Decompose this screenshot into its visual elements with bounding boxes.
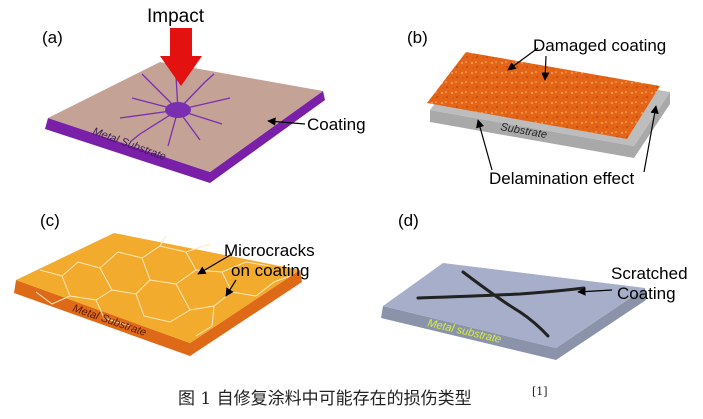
panel-b-delamination-label: Delamination effect (489, 169, 634, 188)
panel-d-scratch-1 (461, 270, 550, 338)
panel-d-substrate-front (381, 306, 556, 360)
panel-b-damaged-coating (427, 52, 660, 139)
panel-b: (b) Substrate Damaged coating Delaminati… (407, 28, 670, 188)
panel-d-scratched-pointer (577, 287, 613, 296)
panel-a-coating-label: Coating (307, 115, 366, 134)
panel-c-microcracks-pointer-2 (225, 279, 237, 297)
panel-d-scratched-label-2: Coating (617, 284, 676, 303)
panel-a: (a) Impact Coating Metal Substrate (42, 6, 366, 183)
panel-a-substrate-side (210, 91, 325, 183)
panel-b-delamination-pointer-2 (643, 105, 659, 173)
caption-reference: [1] (532, 385, 548, 398)
panel-d-scratched-label-1: Scratched (611, 264, 688, 283)
panel-a-substrate-front (45, 118, 210, 183)
panel-c-substrate-side (190, 270, 302, 356)
panel-d-tag: (d) (398, 211, 419, 230)
panel-d-scratch-2 (416, 286, 586, 300)
panel-c-microcrack-network (35, 235, 291, 337)
panel-c-substrate-front (14, 280, 190, 356)
panel-d: (d) Metal substrate Scratched Coating (381, 211, 688, 360)
panel-c-tag: (c) (40, 211, 60, 230)
panel-c-microcracks-pointer-1 (197, 253, 233, 275)
panel-d-coating (383, 263, 645, 348)
panel-b-damaged-pointer-2 (541, 55, 550, 81)
panel-c-microcracks-label-1: Microcracks (224, 241, 315, 260)
panel-c-coating (16, 233, 300, 343)
panel-a-impact-arrow (160, 28, 202, 86)
panel-a-coating-pointer (267, 117, 306, 126)
panel-d-substrate-side (556, 288, 646, 360)
panel-a-coating (48, 62, 323, 172)
panel-a-tag: (a) (42, 28, 63, 47)
panel-b-damaged-pointer-1 (507, 47, 539, 71)
caption-text: 图 1 自修复涂料中可能存在的损伤类型 (178, 389, 472, 409)
panel-a-impact-label: Impact (147, 6, 205, 27)
panel-c-microcracks-label-2: on coating (231, 261, 309, 280)
panel-b-tag: (b) (407, 28, 428, 47)
panel-a-impact-center (165, 102, 191, 118)
panel-b-damaged-label: Damaged coating (533, 36, 666, 55)
panel-b-delamination-pointer-1 (475, 119, 493, 171)
panel-c: (c) Metal Substrate Microcracks on c (14, 211, 315, 356)
figure-caption: 图 1 自修复涂料中可能存在的损伤类型 [1] (178, 385, 548, 409)
